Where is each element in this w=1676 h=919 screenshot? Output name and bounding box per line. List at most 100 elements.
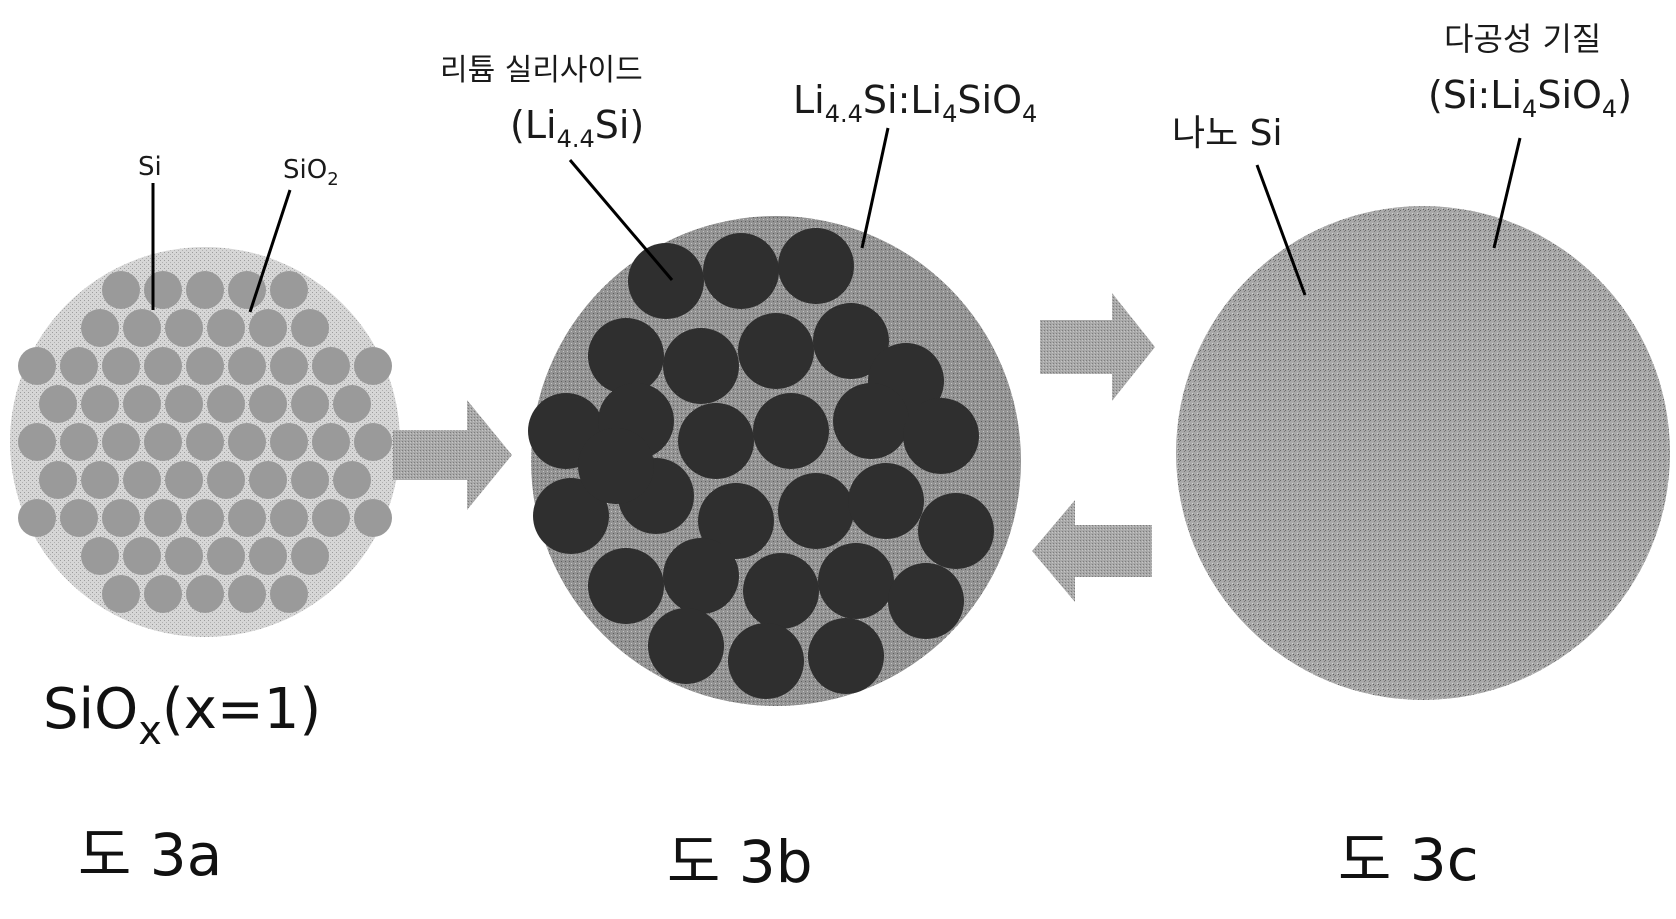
lithium-silicide-grain <box>903 398 979 474</box>
si-grain <box>186 575 224 613</box>
lithium-silicide-grain <box>703 233 779 309</box>
si-grain <box>270 499 308 537</box>
lithium-silicide-grain <box>833 383 909 459</box>
si-grain <box>39 461 77 499</box>
lithium-silicide-grain <box>918 493 994 569</box>
si-grain <box>123 385 161 423</box>
si-grain <box>165 461 203 499</box>
si-grain <box>270 575 308 613</box>
si-grain <box>18 423 56 461</box>
si-grain <box>291 385 329 423</box>
lithium-silicide-grain <box>743 553 819 629</box>
si-grain <box>123 537 161 575</box>
si-grain <box>186 423 224 461</box>
si-grain <box>102 499 140 537</box>
si-grain <box>333 385 371 423</box>
lithium-silicide-leader-line <box>570 160 672 280</box>
figure-3c: 나노 Si 다공성 기질 (Si:Li4SiO4) 도 3c <box>1172 20 1670 894</box>
si-grain <box>165 309 203 347</box>
si-grain <box>18 499 56 537</box>
si-grain <box>291 461 329 499</box>
si-grain <box>102 423 140 461</box>
si-grain <box>186 347 224 385</box>
arrow-left-icon <box>1032 500 1152 602</box>
si-grain <box>144 271 182 309</box>
silicide-matrix-label: Li4.4Si:Li4SiO4 <box>793 78 1037 128</box>
si-grain <box>144 423 182 461</box>
si-grain <box>228 347 266 385</box>
lithium-silicide-grain <box>808 618 884 694</box>
arrow-right-icon <box>393 400 512 510</box>
lithium-silicide-grain <box>848 463 924 539</box>
si-grain <box>102 575 140 613</box>
si-grain <box>81 309 119 347</box>
si-label: Si <box>138 152 162 182</box>
sio2-label: SiO2 <box>283 155 339 190</box>
lithium-silicide-grain <box>728 623 804 699</box>
si-grain <box>270 271 308 309</box>
porous-matrix-formula-label: (Si:Li4SiO4) <box>1428 73 1632 123</box>
nano-si-label: 나노 Si <box>1172 113 1283 154</box>
lithium-silicide-grain <box>628 243 704 319</box>
si-grain <box>207 385 245 423</box>
si-grain <box>144 575 182 613</box>
si-grain <box>144 499 182 537</box>
figure-3c-caption: 도 3c <box>1338 826 1479 894</box>
si-grain <box>60 347 98 385</box>
lithium-silicide-grain <box>588 318 664 394</box>
porous-matrix-name-label: 다공성 기질 <box>1444 20 1601 58</box>
figure-3b: 리튬 실리사이드 (Li4.4Si) Li4.4Si:Li4SiO4 도 3b <box>440 53 1037 896</box>
si-grain <box>102 347 140 385</box>
si-grain <box>312 499 350 537</box>
si-grain <box>312 347 350 385</box>
lithium-silicide-grain <box>778 473 854 549</box>
si-grain <box>81 537 119 575</box>
si-grain <box>60 499 98 537</box>
matrix-leader-line <box>862 128 888 248</box>
sio-formula: SiOx(x=1) <box>43 677 321 754</box>
si-grain <box>270 347 308 385</box>
si-grain <box>354 423 392 461</box>
lithium-silicide-grain <box>753 393 829 469</box>
lithium-silicide-grain <box>778 228 854 304</box>
si-grain <box>165 385 203 423</box>
lithium-silicide-grain <box>818 543 894 619</box>
lithium-silicide-grain <box>888 563 964 639</box>
si-grain <box>333 461 371 499</box>
si-grain <box>228 499 266 537</box>
figure-3a: Si SiO2 SiOx(x=1) 도 3a <box>10 152 400 889</box>
si-grain <box>312 423 350 461</box>
lithium-silicide-grain <box>588 548 664 624</box>
lithium-silicide-grain <box>663 328 739 404</box>
si-grain <box>60 423 98 461</box>
si-grain <box>186 271 224 309</box>
porous-particle <box>1176 206 1670 700</box>
si-grain <box>291 309 329 347</box>
si-grain <box>39 385 77 423</box>
si-grain <box>207 309 245 347</box>
si-grain <box>207 537 245 575</box>
lithium-silicide-grain <box>648 608 724 684</box>
si-grain <box>18 347 56 385</box>
si-grain <box>228 575 266 613</box>
si-grain <box>165 537 203 575</box>
si-grain <box>123 309 161 347</box>
si-grain <box>81 385 119 423</box>
figure-3a-caption: 도 3a <box>78 821 222 889</box>
si-grain <box>81 461 119 499</box>
si-grain <box>249 461 287 499</box>
lithium-silicide-name-label: 리튬 실리사이드 <box>440 53 643 88</box>
si-grain <box>270 423 308 461</box>
si-grain <box>354 499 392 537</box>
si-grain <box>249 537 287 575</box>
si-grain <box>291 537 329 575</box>
lithium-silicide-grain <box>663 538 739 614</box>
figure-3b-caption: 도 3b <box>667 828 813 896</box>
si-grain <box>249 385 287 423</box>
lithium-silicide-grain <box>578 428 654 504</box>
si-grain <box>186 499 224 537</box>
si-grain <box>123 461 161 499</box>
lithium-silicide-formula-label: (Li4.4Si) <box>510 103 644 153</box>
si-grain <box>354 347 392 385</box>
